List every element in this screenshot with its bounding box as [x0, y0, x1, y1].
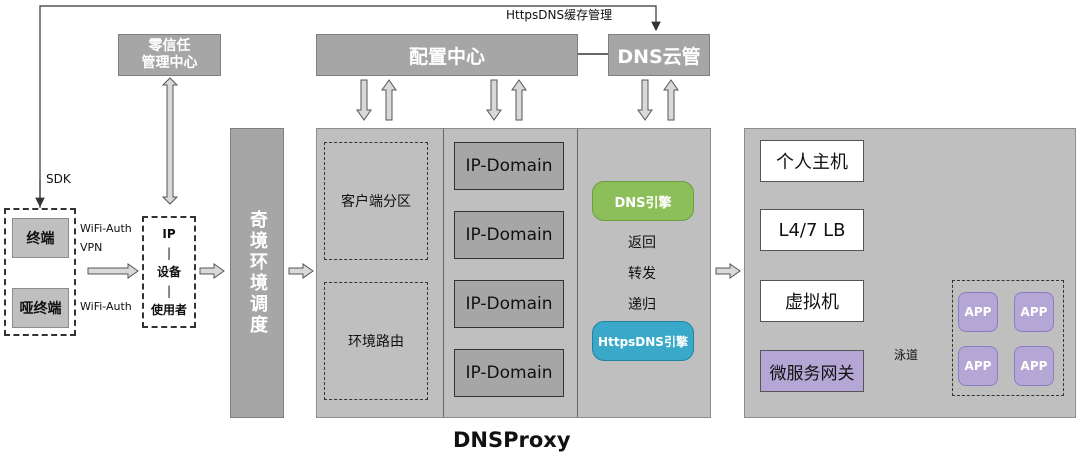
identity-sep-2: |: [166, 283, 172, 298]
action-forward: 转发: [628, 266, 656, 282]
zero-trust-line2: 管理中心: [141, 55, 198, 71]
app-tile: APP: [1014, 346, 1054, 386]
zero-trust-line1: 零信任: [148, 38, 191, 54]
env-routing-label: 环境路由: [348, 334, 404, 350]
app-tile: APP: [958, 346, 998, 386]
panel-divider-2: [577, 129, 578, 417]
identity-device: 设备: [156, 264, 181, 279]
personal-host-box: 个人主机: [760, 140, 864, 182]
personal-host-label: 个人主机: [776, 152, 848, 173]
lane-label: 泳道: [894, 348, 919, 362]
config-center-label: 配置中心: [408, 45, 485, 68]
app-group: [952, 280, 1064, 396]
wifi-auth-label-1: WiFi-Auth: [80, 222, 132, 235]
env-routing-box: 环境路由: [324, 282, 428, 400]
zero-trust-double-arrow: [161, 77, 179, 205]
dns-cloud: DNS云管: [608, 34, 710, 76]
lb-box: L4/7 LB: [760, 209, 864, 251]
dns-engine-pill: DNS引擎: [592, 181, 694, 221]
gateway-box: 微服务网关: [760, 350, 864, 392]
terminal-group: [4, 208, 76, 336]
scheduler-box: 奇境环境调度: [230, 128, 284, 418]
action-recursive: 递归: [628, 297, 656, 313]
panel-divider-1: [443, 129, 444, 417]
config-center: 配置中心: [316, 34, 578, 76]
ip-domain-box: IP-Domain: [454, 280, 564, 328]
scheduler-label: 奇境环境调度: [247, 210, 268, 336]
vm-box: 虚拟机: [760, 280, 864, 322]
cache-management-line: [39, 5, 661, 208]
ip-domain-box: IP-Domain: [454, 349, 564, 397]
identity-box: IP | 设备 | 使用者: [142, 216, 196, 328]
action-return: 返回: [628, 235, 656, 251]
dns-cloud-label: DNS云管: [617, 45, 701, 68]
httpsdns-engine-label: HttpsDNS引擎: [598, 334, 688, 349]
identity-user: 使用者: [150, 302, 187, 317]
client-partition-label: 客户端分区: [341, 194, 411, 210]
dns-engine-label: DNS引擎: [614, 195, 672, 211]
app-tile: APP: [958, 292, 998, 332]
httpsdns-engine-pill: HttpsDNS引擎: [592, 321, 694, 361]
wifi-auth-label-2: WiFi-Auth: [80, 300, 132, 313]
gateway-label: 微服务网关: [769, 363, 855, 384]
vpn-label: VPN: [80, 241, 103, 254]
ip-domain-label: IP-Domain: [465, 294, 553, 314]
app-tile: APP: [1014, 292, 1054, 332]
terminal-label: 终端: [26, 231, 55, 247]
vm-label: 虚拟机: [785, 292, 839, 313]
ip-domain-label: IP-Domain: [465, 363, 553, 383]
dumb-terminal-label: 哑终端: [19, 301, 62, 317]
dnsproxy-title: DNSProxy: [453, 428, 571, 452]
lb-label: L4/7 LB: [778, 219, 846, 241]
zero-trust-center: 零信任 管理中心: [118, 34, 221, 76]
ip-domain-box: IP-Domain: [454, 211, 564, 259]
cache-management-label: HttpsDNS缓存管理: [506, 8, 613, 22]
identity-sep-1: |: [166, 245, 172, 260]
ip-domain-box: IP-Domain: [454, 142, 564, 190]
client-partition-box: 客户端分区: [324, 142, 428, 260]
identity-ip: IP: [162, 226, 176, 241]
ip-domain-label: IP-Domain: [465, 225, 553, 245]
sdk-label: SDK: [46, 172, 71, 186]
terminal-box: 终端: [12, 218, 69, 258]
dumb-terminal-box: 哑终端: [12, 288, 69, 328]
ip-domain-label: IP-Domain: [465, 156, 553, 176]
config-arrows: [356, 79, 679, 121]
